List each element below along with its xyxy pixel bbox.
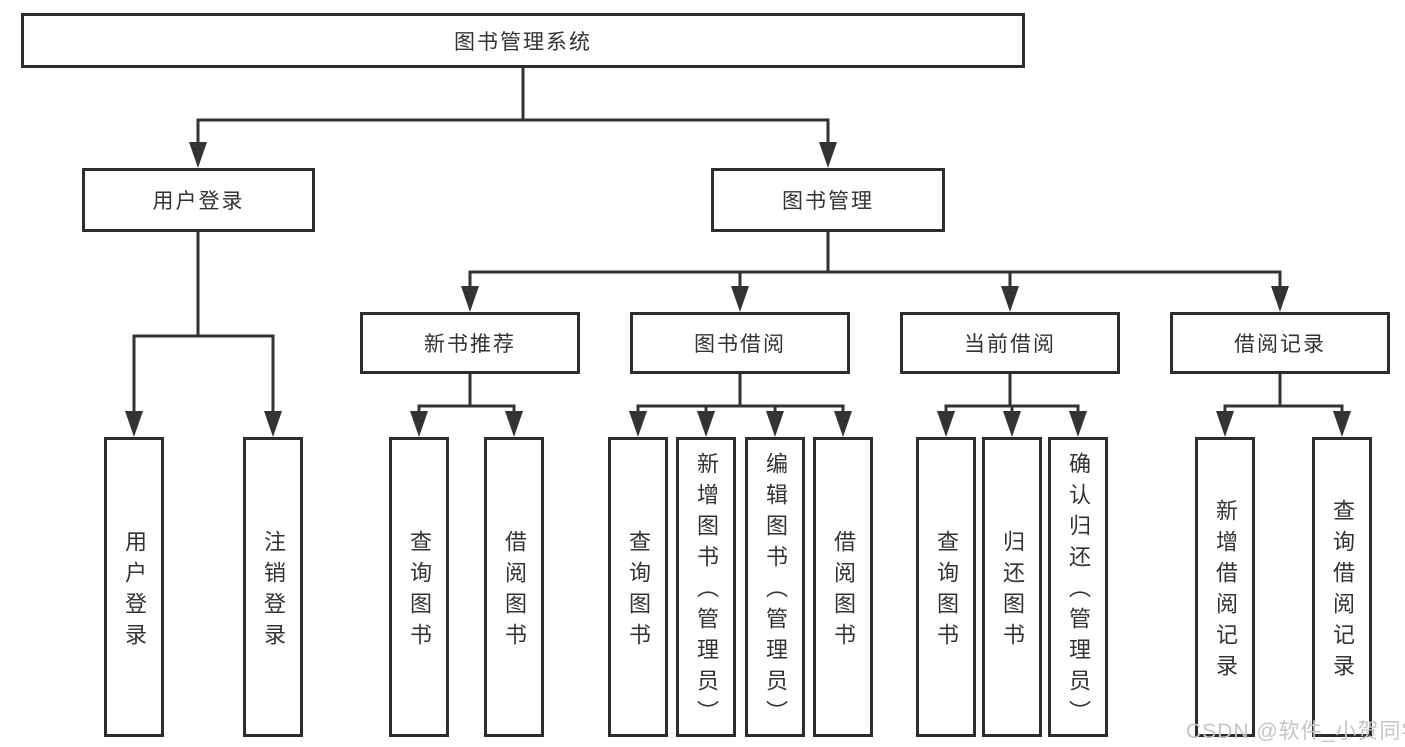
node-borrowing-records-label: 借阅记录 — [1234, 333, 1326, 356]
node-user-login-label: 用户登录 — [152, 190, 245, 213]
leaf-borrowing-edit-books-admin: 编辑图书（管理员） — [745, 437, 805, 737]
connector-borrowing-records-to-leaves — [1216, 372, 1351, 437]
leaf-records-query-borrow-record-label: 查询借阅记录 — [1330, 498, 1355, 685]
connector-root-to-level2 — [189, 66, 837, 168]
connector-current-borrowing-to-leaves — [937, 372, 1087, 437]
node-borrowing-records: 借阅记录 — [1170, 312, 1390, 374]
leaf-recommend-query-books: 查询图书 — [389, 437, 449, 737]
leaf-records-add-borrow-record: 新增借阅记录 — [1195, 437, 1255, 737]
leaf-records-add-borrow-record-label: 新增借阅记录 — [1213, 498, 1238, 685]
leaf-borrowing-query-books-label: 查询图书 — [626, 529, 651, 654]
connector-book-borrowing-to-leaves — [629, 372, 852, 437]
leaf-user-login-label: 用户登录 — [122, 529, 147, 654]
leaf-current-query-books: 查询图书 — [916, 437, 976, 737]
node-book-borrowing-label: 图书借阅 — [694, 333, 786, 356]
connector-new-book-recommend-to-leaves — [410, 372, 523, 437]
node-book-management: 图书管理 — [711, 168, 945, 232]
leaf-borrowing-borrow-books-label: 借阅图书 — [831, 529, 856, 654]
connector-book-management-to-level3 — [461, 230, 1289, 312]
leaf-borrowing-add-books-admin: 新增图书（管理员） — [676, 437, 736, 737]
leaf-logout-label: 注销登录 — [261, 529, 286, 654]
node-new-book-recommend: 新书推荐 — [360, 312, 580, 374]
leaf-current-confirm-return-admin: 确认归还（管理员） — [1048, 437, 1108, 737]
node-user-login: 用户登录 — [82, 168, 315, 232]
leaf-current-return-books-label: 归还图书 — [1000, 529, 1025, 654]
leaf-borrowing-borrow-books: 借阅图书 — [813, 437, 873, 737]
leaf-current-return-books: 归还图书 — [982, 437, 1042, 737]
leaf-borrowing-add-books-admin-label: 新增图书（管理员） — [694, 452, 719, 731]
leaf-borrowing-edit-books-admin-label: 编辑图书（管理员） — [763, 452, 788, 731]
leaf-current-confirm-return-admin-label: 确认归还（管理员） — [1066, 452, 1091, 731]
leaf-user-login: 用户登录 — [104, 437, 164, 737]
leaf-borrowing-query-books: 查询图书 — [608, 437, 668, 737]
csdn-watermark: CSDN @软件_小贺同学 — [1186, 720, 1405, 743]
node-current-borrowing-label: 当前借阅 — [964, 333, 1056, 356]
node-new-book-recommend-label: 新书推荐 — [424, 333, 516, 356]
node-root: 图书管理系统 — [21, 13, 1025, 68]
leaf-recommend-borrow-books-label: 借阅图书 — [502, 529, 527, 654]
node-book-borrowing: 图书借阅 — [630, 312, 850, 374]
node-root-label: 图书管理系统 — [454, 30, 592, 54]
connector-user-login-to-leaves — [125, 230, 282, 437]
node-book-management-label: 图书管理 — [782, 190, 874, 213]
leaf-current-query-books-label: 查询图书 — [934, 529, 959, 654]
leaf-records-query-borrow-record: 查询借阅记录 — [1312, 437, 1372, 737]
leaf-logout: 注销登录 — [243, 437, 303, 737]
leaf-recommend-query-books-label: 查询图书 — [407, 529, 432, 654]
node-current-borrowing: 当前借阅 — [900, 312, 1120, 374]
leaf-recommend-borrow-books: 借阅图书 — [484, 437, 544, 737]
